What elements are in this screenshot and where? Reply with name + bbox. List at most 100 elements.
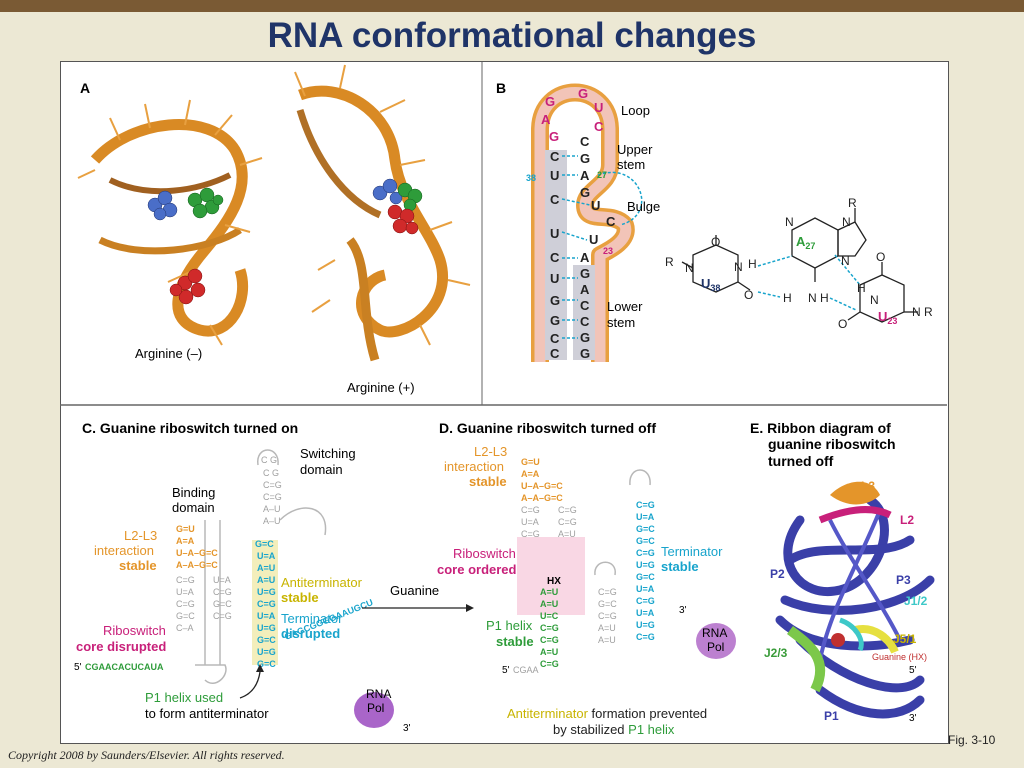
svg-text:H: H — [820, 291, 829, 305]
svg-text:C=G: C=G — [521, 505, 540, 515]
label-u23: U23 — [878, 309, 897, 326]
svg-text:U=C: U=C — [540, 611, 559, 621]
svg-text:G=U: G=U — [176, 524, 195, 534]
svg-text:U=A: U=A — [636, 584, 655, 594]
label-c-l2l3: L2-L3 — [124, 528, 157, 543]
copyright-notice: Copyright 2008 by Saunders/Elsevier. All… — [8, 748, 285, 762]
base-triple-atoms: R N O N H O H N H N N R N H N O O N R — [665, 196, 933, 331]
label-lower-stem: stem — [607, 315, 635, 330]
svg-text:C: C — [580, 134, 590, 149]
label-e-p2: P2 — [770, 567, 785, 581]
hairpin-left-bases: G A G C U C U C U G G C C — [541, 94, 560, 361]
rna-structure-arginine-minus — [77, 99, 263, 346]
svg-text:C=G: C=G — [636, 632, 655, 642]
svg-text:G: G — [580, 346, 590, 361]
svg-text:U: U — [550, 271, 559, 286]
label-d-stable-terminator: stable — [661, 559, 699, 574]
svg-text:C=G: C=G — [521, 529, 540, 539]
svg-text:N: N — [734, 260, 743, 274]
c-rnapol-2: Pol — [367, 701, 384, 715]
svg-text:G: G — [550, 313, 560, 328]
svg-text:A=U: A=U — [598, 623, 616, 633]
d-rnapol-1: RNA — [702, 626, 727, 640]
svg-text:G=C: G=C — [636, 572, 655, 582]
svg-text:O: O — [744, 288, 753, 302]
svg-text:O: O — [838, 317, 847, 331]
svg-text:U–A–G=C: U–A–G=C — [176, 548, 218, 558]
label-d-stabilized: by stabilized P1 helix — [553, 722, 675, 737]
label-antiterminator-stable: stable — [281, 590, 319, 605]
svg-text:N: N — [785, 215, 794, 229]
label-switching-domain: domain — [300, 462, 343, 477]
svg-text:A=U: A=U — [257, 563, 275, 573]
label-d-p1-helix: P1 helix — [486, 618, 533, 633]
svg-text:A=U: A=U — [540, 599, 558, 609]
svg-text:U=A: U=A — [257, 611, 276, 621]
svg-text:H: H — [857, 281, 866, 295]
svg-text:A–A–G=C: A–A–G=C — [176, 560, 218, 570]
svg-text:C=G: C=G — [598, 611, 617, 621]
svg-text:U=A: U=A — [257, 551, 276, 561]
base-triple-hbonds — [757, 254, 861, 311]
label-switching: Switching — [300, 446, 356, 461]
svg-text:C: C — [580, 298, 590, 313]
svg-text:A: A — [580, 282, 590, 297]
svg-text:U–A–G=C: U–A–G=C — [521, 481, 563, 491]
svg-text:C=G: C=G — [636, 548, 655, 558]
label-e-guanine: Guanine (HX) — [872, 652, 927, 662]
guanine-arrowhead — [466, 604, 474, 612]
label-e-p1: P1 — [824, 709, 839, 723]
panel-d-heading: D. Guanine riboswitch turned off — [439, 420, 656, 436]
e-five-prime: 5' — [909, 665, 917, 676]
svg-text:R: R — [665, 255, 674, 269]
hairpin-right-bases: G U C C G A G U C U A G A C C G G — [578, 86, 616, 361]
svg-text:G=U: G=U — [521, 457, 540, 467]
svg-text:C=G: C=G — [213, 611, 232, 621]
svg-text:U=A: U=A — [213, 575, 231, 585]
svg-text:G: G — [580, 185, 590, 200]
svg-text:U=G: U=G — [257, 623, 276, 633]
svg-text:C: C — [550, 331, 560, 346]
label-c-disrupted: disrupted — [281, 626, 340, 641]
svg-text:C=G: C=G — [558, 505, 577, 515]
label-loop: Loop — [621, 103, 650, 118]
svg-text:G=C: G=C — [213, 599, 232, 609]
svg-text:G=C: G=C — [255, 539, 274, 549]
svg-text:U: U — [594, 100, 603, 115]
svg-text:A=U: A=U — [257, 575, 275, 585]
svg-text:A: A — [580, 250, 590, 265]
label-c-terminator: Terminator — [281, 611, 343, 626]
d-rnapol-2: Pol — [707, 640, 724, 654]
label-e-p3: P3 — [896, 573, 911, 587]
svg-text:G=C: G=C — [176, 611, 195, 621]
svg-text:CGAACACUCAUA: CGAACACUCAUA — [85, 662, 164, 672]
label-e-j23: J2/3 — [764, 646, 788, 660]
hairpin-pairing-lines — [561, 155, 643, 339]
svg-text:A=A: A=A — [176, 536, 195, 546]
svg-text:C: C — [606, 214, 616, 229]
p1-arrowhead — [256, 664, 264, 672]
svg-text:C=G: C=G — [176, 575, 195, 585]
svg-text:G=C: G=C — [598, 599, 617, 609]
svg-text:C=G: C=G — [540, 659, 559, 669]
svg-text:A=U: A=U — [540, 647, 558, 657]
p1-arrow — [239, 671, 261, 699]
svg-text:C=G: C=G — [257, 599, 276, 609]
label-d-l2l3: L2-L3 — [474, 444, 507, 459]
svg-text:U=A: U=A — [636, 608, 655, 618]
base-triple-diagram — [681, 208, 918, 323]
svg-text:O: O — [711, 235, 720, 249]
svg-text:C G: C G — [263, 468, 279, 478]
svg-text:G=C: G=C — [636, 524, 655, 534]
svg-text:G: G — [578, 86, 588, 101]
svg-text:N: N — [841, 254, 850, 268]
label-lower: Lower — [607, 299, 643, 314]
svg-text:G=C: G=C — [257, 659, 276, 669]
label-27: 27 — [597, 170, 607, 180]
svg-text:C–A: C–A — [176, 623, 194, 633]
svg-text:R: R — [848, 196, 857, 210]
label-d-core-ordered: core ordered — [437, 562, 517, 577]
svg-text:U=G: U=G — [257, 587, 276, 597]
svg-text:C: C — [550, 149, 560, 164]
svg-text:U=G: U=G — [636, 620, 655, 630]
